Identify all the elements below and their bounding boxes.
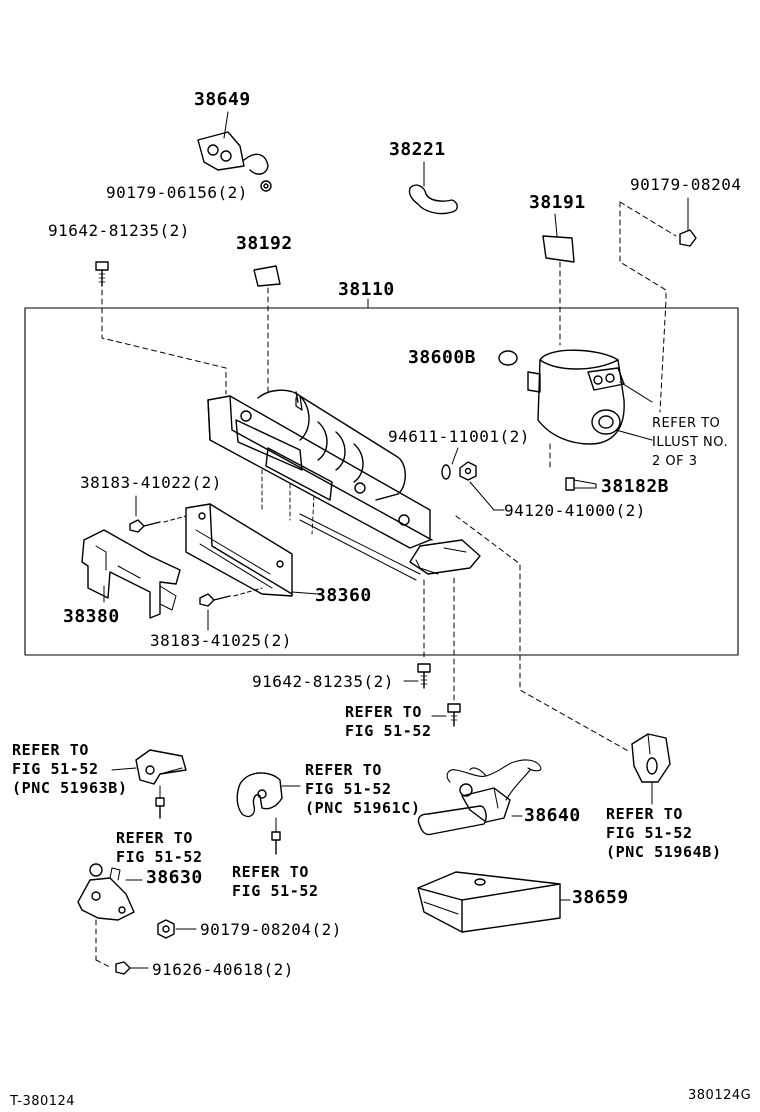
bracket-38649-drawing: [197, 111, 272, 192]
washer-94611-drawing: [441, 447, 459, 480]
bracket-38360-drawing: [185, 503, 319, 597]
refer-fig-left-top-note: REFER TO FIG 51-52 (PNC 51963B): [12, 741, 128, 798]
part-38192-label: 38192: [236, 233, 293, 254]
refer-fig-center-note: REFER TO FIG 51-52: [345, 703, 432, 741]
part-38221-label: 38221: [389, 139, 446, 160]
part-38659-label: 38659: [572, 887, 629, 908]
label-38191-drawing: [542, 213, 575, 346]
refer-illust-line-1: REFER TO: [652, 416, 721, 431]
part-38183-41022-label: 38183-41022(2): [80, 473, 222, 492]
refer-fig-right-line-2: FIG 51-52: [606, 824, 693, 842]
bracket-51963B-drawing: [111, 749, 187, 819]
refer-illust-note: REFER TO ILLUST NO. 2 OF 3: [652, 414, 728, 471]
part-38380-label: 38380: [63, 606, 120, 627]
bolt-lower-center-drawing: [403, 663, 431, 689]
refer-fig-mid-line-3: (PNC 51961C): [305, 799, 421, 817]
refer-fig-left-mid-line-2: FIG 51-52: [116, 848, 203, 866]
part-90179-08204-top-label: 90179-08204: [630, 175, 742, 194]
label-38192-drawing: [253, 265, 281, 397]
case-38659-drawing: [417, 871, 571, 933]
part-38191-label: 38191: [529, 192, 586, 213]
refer-fig-center-line-1: REFER TO: [345, 703, 423, 721]
refer-fig-mid-bottom-line-1: REFER TO: [232, 863, 310, 881]
bolt-refer-center-drawing: [431, 703, 461, 727]
part-91642-81235-top-label: 91642-81235(2): [48, 221, 190, 240]
refer-fig-left-top-line-2: FIG 51-52: [12, 760, 99, 778]
nut-bottom-drawing: [157, 919, 197, 939]
part-94611-11001-label: 94611-11001(2): [388, 427, 530, 446]
nut-top-right-drawing: [619, 197, 697, 413]
part-38110-label: 38110: [338, 279, 395, 300]
part-38640-label: 38640: [524, 805, 581, 826]
refer-fig-mid-line-2: FIG 51-52: [305, 780, 392, 798]
part-94120-41000-label: 94120-41000(2): [504, 501, 646, 520]
assembly-frame: [24, 307, 739, 656]
ring-38600B-drawing: [498, 350, 518, 366]
part-38630-label: 38630: [146, 867, 203, 888]
pad-38221-drawing: [408, 161, 458, 215]
part-38183-41025-label: 38183-41025(2): [150, 631, 292, 650]
bracket-51961C-drawing: [236, 772, 301, 855]
frame-leaders: [423, 515, 631, 753]
part-91642-81235-bottom-label: 91642-81235(2): [252, 672, 394, 691]
bracket-38380-drawing: [81, 529, 181, 619]
refer-fig-left-mid-line-1: REFER TO: [116, 829, 194, 847]
valve-38630-drawing: [77, 863, 143, 969]
refer-illust-line-2: ILLUST NO.: [652, 435, 729, 450]
refer-fig-left-mid-note: REFER TO FIG 51-52: [116, 829, 203, 867]
hose-38640-drawing: [417, 759, 542, 836]
refer-fig-right-line-3: (PNC 51964B): [606, 843, 722, 861]
refer-fig-center-line-2: FIG 51-52: [345, 722, 432, 740]
part-38182B-label: 38182B: [601, 476, 670, 497]
bracket-51964B-drawing: [631, 733, 671, 805]
part-91626-40618-label: 91626-40618(2): [152, 960, 294, 979]
refer-fig-mid-note: REFER TO FIG 51-52 (PNC 51961C): [305, 761, 421, 818]
refer-fig-left-top-line-3: (PNC 51963B): [12, 779, 128, 797]
refer-fig-left-top-line-1: REFER TO: [12, 741, 90, 759]
part-90179-08204-bottom-label: 90179-08204(2): [200, 920, 342, 939]
part-38649-label: 38649: [194, 89, 251, 110]
main-frame-drawing: [207, 389, 481, 581]
illustration-code-right: 380124G: [688, 1088, 752, 1103]
refer-fig-mid-bottom-line-2: FIG 51-52: [232, 882, 319, 900]
part-38360-label: 38360: [315, 585, 372, 606]
refer-fig-right-line-1: REFER TO: [606, 805, 684, 823]
nut-94120-drawing: [459, 461, 505, 511]
actuator-motor-drawing: [527, 349, 653, 469]
refer-illust-line-3: 2 OF 3: [652, 454, 698, 469]
bolt-top-left-drawing: [95, 261, 227, 395]
bolt-38183-41022-drawing: [129, 495, 187, 533]
refer-fig-right-note: REFER TO FIG 51-52 (PNC 51964B): [606, 805, 722, 862]
part-38600B-label: 38600B: [408, 347, 477, 368]
bolt-38183-41025-drawing: [199, 587, 263, 631]
part-90179-06156-label: 90179-06156(2): [106, 183, 248, 202]
refer-fig-mid-line-1: REFER TO: [305, 761, 383, 779]
illustration-code-left: T-380124: [10, 1094, 76, 1109]
bolt-91626-drawing: [115, 961, 149, 975]
bolt-38182B-drawing: [565, 477, 597, 491]
refer-fig-mid-bottom-note: REFER TO FIG 51-52: [232, 863, 319, 901]
